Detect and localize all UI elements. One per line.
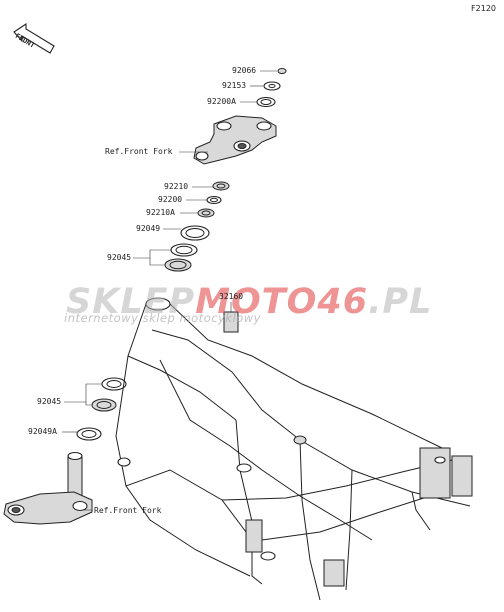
label-ref-front-fork-top: Ref.Front Fork — [105, 147, 173, 156]
label-ref-front-fork-bottom: Ref.Front Fork — [94, 506, 162, 515]
bearing-92045-lower — [91, 377, 127, 412]
lower-triple-clamp — [3, 451, 93, 525]
nut-92210 — [212, 181, 230, 191]
label-92049: 92049 — [136, 224, 161, 233]
bracket-32160 — [223, 302, 239, 333]
motorcycle-frame — [115, 297, 473, 601]
washer-92200 — [206, 195, 222, 205]
seal-92049 — [180, 225, 210, 241]
bearing-92045-upper — [164, 243, 198, 272]
seal-92049A — [76, 427, 102, 441]
watermark-brand-red: MOTO46 — [195, 282, 369, 322]
washer-92200A — [256, 96, 276, 108]
watermark-tagline: internetowy sklep motocyklowy — [64, 311, 261, 325]
label-92200: 92200 — [158, 195, 183, 204]
nut-92210A — [197, 208, 215, 218]
washer-92153 — [263, 81, 281, 91]
label-92045-bottom: 92045 — [37, 397, 62, 406]
front-arrow-icon — [13, 22, 55, 54]
label-92210: 92210 — [164, 182, 189, 191]
label-92200A: 92200A — [207, 97, 236, 106]
watermark-brand-part-2: .PL — [368, 282, 433, 322]
nut-92066 — [277, 68, 287, 74]
upper-triple-clamp — [193, 115, 277, 165]
watermark-brand: SKLEPMOTO46.PL — [66, 282, 432, 322]
watermark-brand-part-1: SKLEP — [66, 282, 196, 322]
label-92045-top: 92045 — [107, 253, 132, 262]
leader-lines — [62, 70, 277, 511]
label-92210A: 92210A — [146, 208, 175, 217]
diagram-code: F2120 — [471, 4, 496, 13]
label-32160: 32160 — [219, 292, 244, 301]
label-92066: 92066 — [232, 66, 257, 75]
label-92049A: 92049A — [28, 427, 57, 436]
label-92153: 92153 — [222, 81, 247, 90]
